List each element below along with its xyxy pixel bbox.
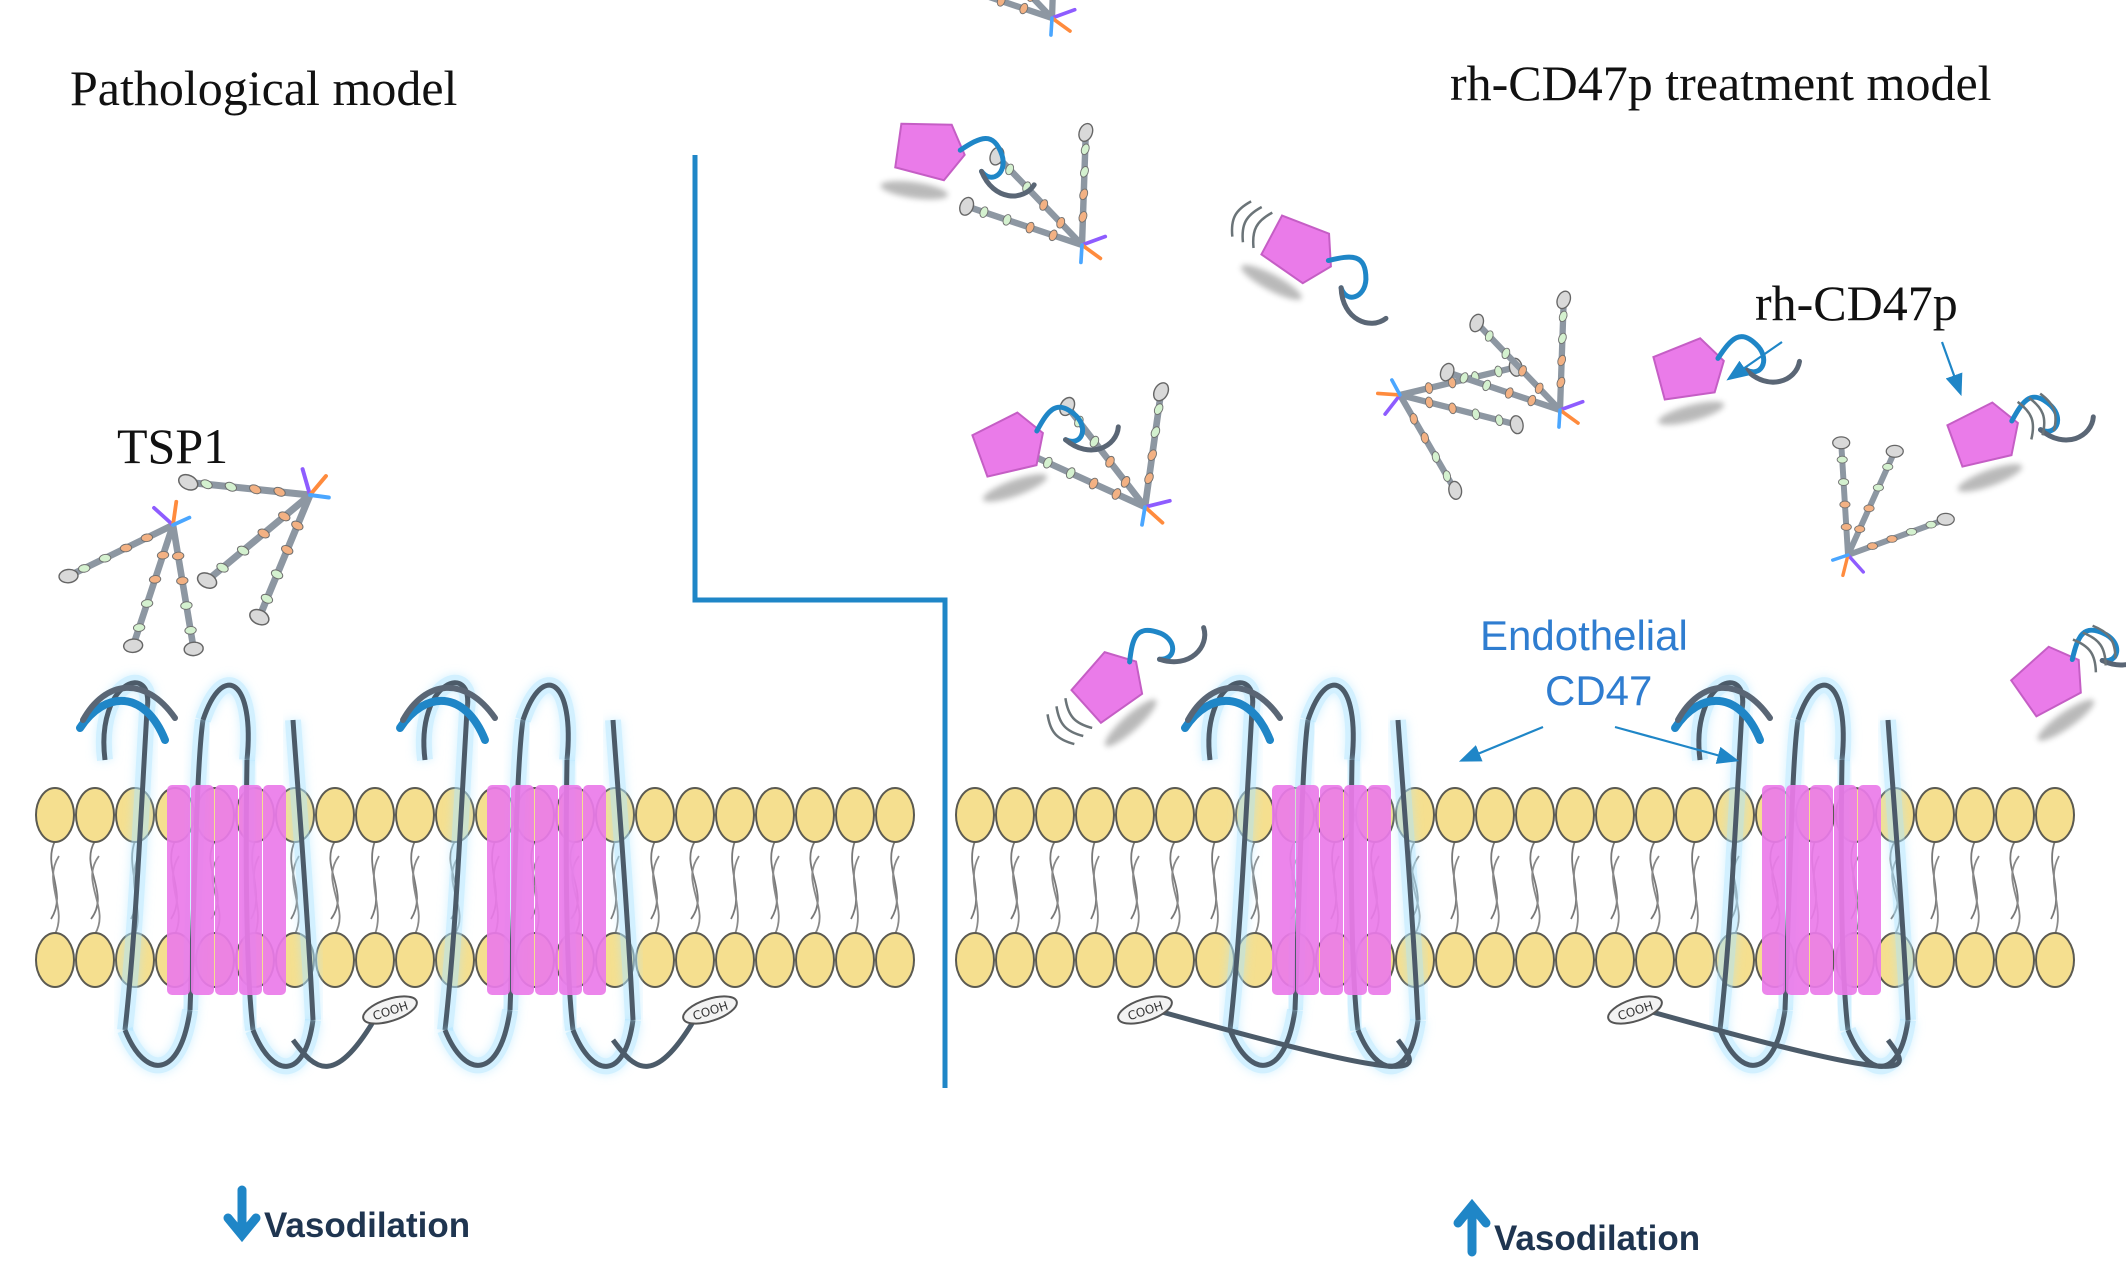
tsp1-ligand	[177, 467, 331, 626]
rh-cd47p-peptide	[1652, 334, 1802, 425]
right-vasodilation-outcome: Vasodilation	[1453, 1198, 1700, 1258]
right-outcome-label: Vasodilation	[1494, 1219, 1700, 1258]
rh-cd47p-peptide	[1046, 625, 1208, 747]
right-model-title: rh-CD47p treatment model	[1450, 55, 1992, 111]
annotation-arrow-4	[1614, 725, 1740, 764]
up-arrow-icon	[1453, 1198, 1491, 1257]
annotation-arrow-1	[1726, 341, 1783, 381]
rh-cd47p-peptide	[1230, 200, 1389, 326]
down-arrow-icon	[223, 1185, 261, 1243]
tsp1-ligands	[58, 0, 1955, 657]
rh-cd47p-peptide	[880, 122, 1037, 200]
annotation-arrow-3	[1458, 725, 1544, 762]
divider-line	[692, 155, 948, 1088]
tsp1-ligand	[1830, 436, 1955, 578]
rh-cd47p-peptide	[1946, 392, 2096, 492]
rh-cd47p-peptides	[880, 122, 2126, 747]
tsp1-ligand	[1375, 357, 1524, 500]
rh-cd47p-peptide	[2009, 624, 2126, 741]
endothelial-label-line2: CD47	[1545, 667, 1652, 714]
rh-cd47p-label: rh-CD47p	[1755, 275, 1958, 331]
annotation-arrow-2	[1940, 341, 1963, 397]
annotation-arrows	[1458, 341, 1963, 764]
rh-cd47p-peptide	[971, 404, 1121, 502]
left-outcome-label: Vasodilation	[264, 1206, 470, 1245]
tsp1-ligand	[58, 499, 204, 657]
left-vasodilation-outcome: Vasodilation	[223, 1185, 470, 1245]
cd47-receptor: COOH	[76, 674, 418, 1075]
cd47-receptor: COOH	[1607, 674, 1916, 1075]
tsp1-ligand	[959, 122, 1108, 265]
endothelial-label-line1: Endothelial	[1480, 612, 1688, 659]
tsp1-ligand	[1439, 290, 1585, 429]
cd47-receptor: COOH	[1117, 674, 1426, 1075]
model-divider	[692, 155, 948, 1088]
tsp1-label: TSP1	[117, 418, 228, 474]
cd47-receptor: COOH	[396, 674, 738, 1075]
tsp1-ligand	[936, 0, 1077, 37]
left-model-title: Pathological model	[70, 60, 457, 116]
